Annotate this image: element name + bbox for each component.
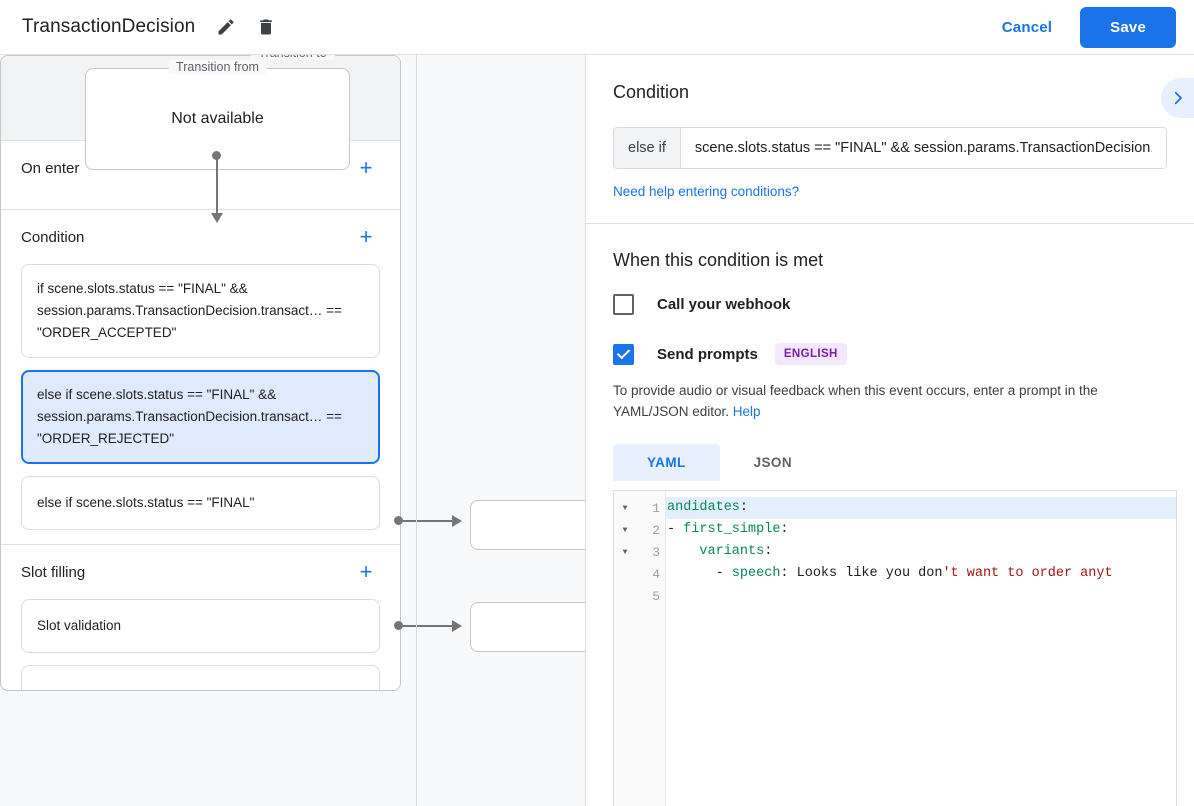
condition-prefix-label: else if [614,128,681,168]
code-token: : [739,500,749,515]
transition-from-legend: Transition from [168,60,267,74]
editor-code-line[interactable]: - first_simple: [666,519,1176,541]
editor-code-line[interactable]: - speech: Looks like you don't want to o… [666,563,1176,585]
code-token: andidates [667,500,740,515]
send-prompts-checkbox[interactable] [613,343,634,365]
fold-arrow-icon[interactable]: ▼ [622,525,628,535]
trash-icon[interactable] [249,10,283,44]
section-title-on-enter: On enter [21,159,80,177]
line-number: 5 [652,588,660,604]
chevron-right-icon[interactable] [1161,78,1194,118]
top-bar-actions: Cancel Save [988,6,1176,48]
code-token: : [764,544,773,559]
editor-line-number: ▼3 [614,541,665,563]
line-number: 4 [652,566,660,582]
pencil-icon[interactable] [209,10,243,44]
panel-when-met-section: When this condition is met Call your web… [586,224,1194,806]
details-panel: Condition else if Need help entering con… [585,55,1194,806]
save-button[interactable]: Save [1080,6,1176,48]
target-node-accepted[interactable] [470,500,585,550]
editor-code-line[interactable]: variants: [666,541,1176,563]
call-webhook-checkbox[interactable] [613,294,634,315]
scene-graph-canvas[interactable]: Transition from Not available Transition… [0,55,585,806]
code-token: first_simple [683,522,781,537]
panel-condition-heading: Condition [613,82,690,102]
page-title: TransactionDecision [22,16,196,37]
editor-format-tabs: YAML JSON [613,444,1167,481]
prompts-help-link[interactable]: Help [732,404,761,419]
section-on-enter: On enter + [1,141,400,210]
code-token: - [667,522,684,537]
cancel-button[interactable]: Cancel [988,10,1066,45]
condition-out-line [398,520,453,522]
section-condition: Condition + if scene.slots.status == "FI… [1,210,400,545]
code-token: speech [731,566,781,581]
transition-to-legend: Transition to [250,55,335,60]
tab-json[interactable]: JSON [753,455,792,470]
panel-when-met-heading: When this condition is met [613,250,824,270]
condition-expression-input[interactable] [680,128,1166,168]
webhook-row[interactable]: Call your webhook [613,294,1167,315]
tab-yaml[interactable]: YAML [613,444,720,481]
code-token: variants [699,544,765,559]
line-number: 1 [652,500,660,516]
call-webhook-label: Call your webhook [657,296,791,313]
editor-line-number: ▼2 [614,519,665,541]
code-token: Looks like you don [796,566,943,581]
condition-chip-rejected[interactable]: else if scene.slots.status == "FINAL" &&… [21,370,380,464]
code-token [667,544,699,559]
section-title-condition: Condition [21,228,85,246]
prompts-description: To provide audio or visual feedback when… [613,380,1167,422]
section-slot-filling: Slot filling + Slot validation [1,545,400,690]
add-slot-filling-button[interactable]: + [359,559,373,584]
section-title-slot-filling: Slot filling [21,563,86,581]
prompts-description-text: To provide audio or visual feedback when… [613,383,1098,419]
condition-input-row[interactable]: else if [613,127,1167,169]
editor-code-line[interactable] [666,585,1176,607]
code-token: : [780,522,789,537]
fold-arrow-icon[interactable]: ▼ [622,503,628,513]
language-badge: ENGLISH [774,343,847,365]
code-token: - [667,566,732,581]
condition-chip-accepted[interactable]: if scene.slots.status == "FINAL" && sess… [21,264,380,358]
connector-arrow [211,213,223,223]
section-header: Condition + [21,210,380,264]
condition-chip-final[interactable]: else if scene.slots.status == "FINAL" [21,476,380,530]
fold-arrow-icon[interactable]: ▼ [622,547,628,557]
panel-condition-section: Condition else if Need help entering con… [586,55,1194,224]
slot-filling-chip-partial[interactable] [21,665,380,690]
condition-out-arrow [452,620,462,632]
section-header: On enter + [21,141,380,195]
condition-out-line [398,625,453,627]
editor-line-number: 5 [614,585,665,607]
editor-code-line[interactable]: andidates: [666,497,1176,519]
top-app-bar: TransactionDecision Cancel Save [0,0,1194,55]
condition-help-link[interactable]: Need help entering conditions? [613,184,800,199]
canvas-column-divider [416,55,417,806]
target-node-rejected[interactable] [470,602,585,652]
section-header: Slot filling + [21,545,380,599]
prompts-row[interactable]: Send prompts ENGLISH [613,343,1167,365]
add-on-enter-button[interactable]: + [359,155,373,180]
title-actions [209,10,283,44]
line-number: 2 [652,522,660,538]
editor-code-area[interactable]: andidates:- first_simple: variants: - sp… [666,491,1176,806]
line-number: 3 [652,544,660,560]
add-condition-button[interactable]: + [359,224,373,249]
slot-validation-chip[interactable]: Slot validation [21,599,380,653]
editor-line-number: ▼1 [614,497,665,519]
connector-line [216,155,218,217]
code-token: 't want to order anyt [942,566,1113,581]
send-prompts-label: Send prompts [657,345,758,363]
code-token: : [780,566,797,581]
editor-line-number: 4 [614,563,665,585]
transition-from-value: Not available [171,110,264,127]
condition-out-arrow [452,515,462,527]
